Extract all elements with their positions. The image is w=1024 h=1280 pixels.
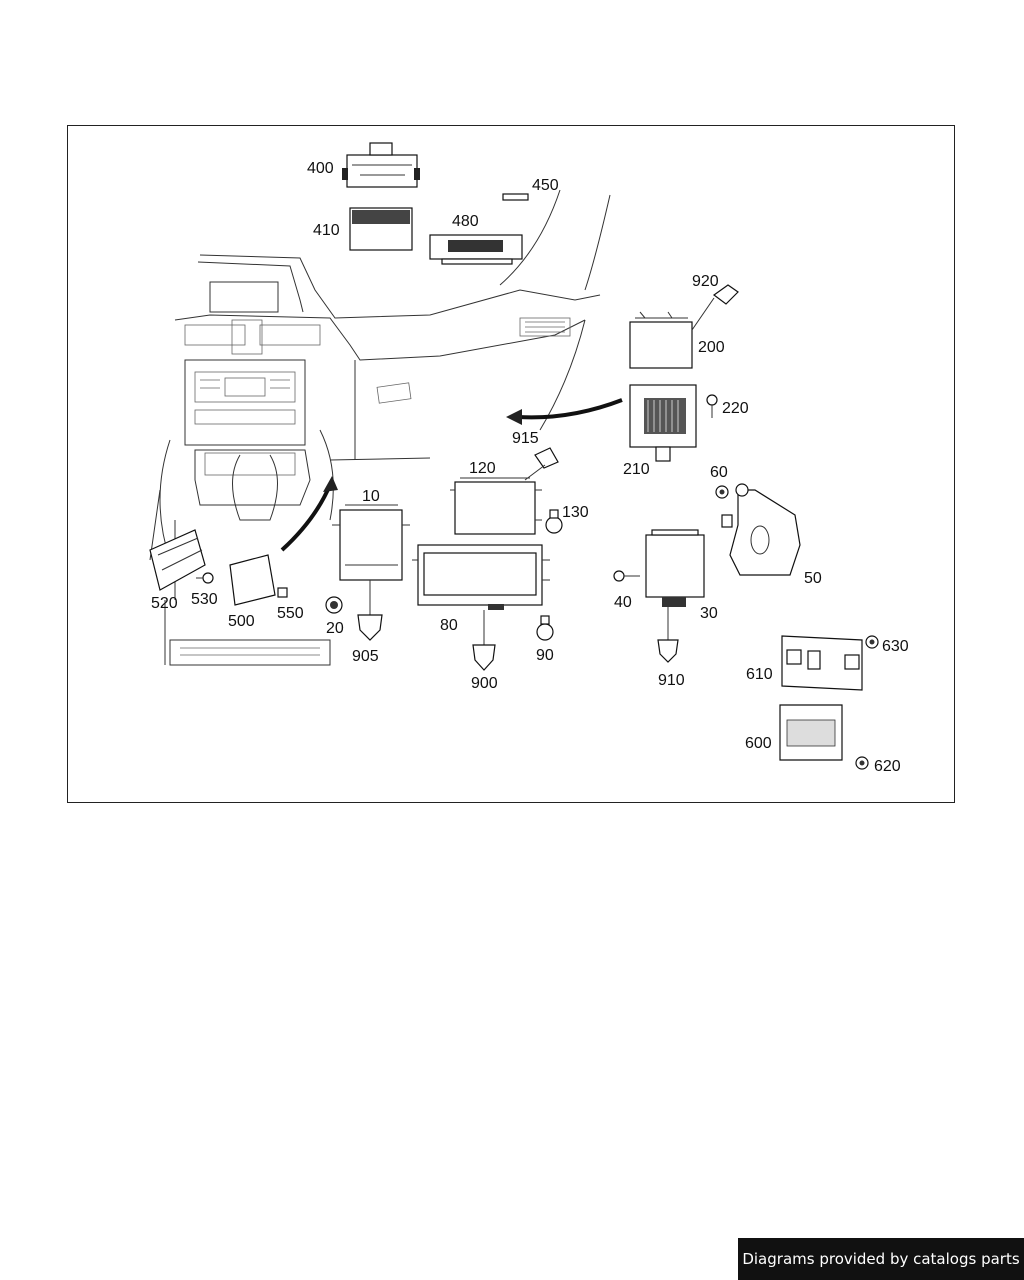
part-530-screw bbox=[196, 572, 214, 584]
part-30-control-unit bbox=[645, 529, 705, 607]
label-30: 30 bbox=[700, 605, 718, 622]
part-520-receiver bbox=[149, 529, 206, 591]
part-900-connector bbox=[472, 610, 496, 671]
label-520: 520 bbox=[151, 595, 178, 612]
label-130: 130 bbox=[562, 504, 589, 521]
label-120: 120 bbox=[469, 460, 496, 477]
part-400-overhead-switch bbox=[342, 142, 420, 188]
part-130-nut bbox=[545, 509, 563, 534]
label-905: 905 bbox=[352, 648, 379, 665]
label-400: 400 bbox=[307, 160, 334, 177]
label-910: 910 bbox=[658, 672, 685, 689]
label-530: 530 bbox=[191, 591, 218, 608]
part-90-nut bbox=[536, 615, 554, 641]
label-480: 480 bbox=[452, 213, 479, 230]
part-50-bracket bbox=[721, 483, 801, 576]
label-60: 60 bbox=[710, 464, 728, 481]
part-610-bracket bbox=[781, 635, 863, 691]
label-620: 620 bbox=[874, 758, 901, 775]
label-915: 915 bbox=[512, 430, 539, 447]
label-90: 90 bbox=[536, 647, 554, 664]
label-200: 200 bbox=[698, 339, 725, 356]
part-410-panel bbox=[349, 207, 413, 251]
label-10: 10 bbox=[362, 488, 380, 505]
part-10-control-unit bbox=[332, 504, 410, 581]
part-20-nut bbox=[325, 596, 343, 614]
label-80: 80 bbox=[440, 617, 458, 634]
part-600-control-unit bbox=[779, 704, 843, 761]
part-60-nut bbox=[715, 485, 729, 499]
label-410: 410 bbox=[313, 222, 340, 239]
label-40: 40 bbox=[614, 594, 632, 611]
credit-banner: Diagrams provided by catalogs parts bbox=[738, 1238, 1024, 1280]
part-550-clip bbox=[277, 587, 288, 598]
indicator-arrows bbox=[280, 398, 623, 552]
dashboard-outline bbox=[149, 189, 611, 666]
label-210: 210 bbox=[623, 461, 650, 478]
label-900: 900 bbox=[471, 675, 498, 692]
label-450: 450 bbox=[532, 177, 559, 194]
part-630-nut bbox=[865, 635, 879, 649]
label-630: 630 bbox=[882, 638, 909, 655]
part-915-connector bbox=[534, 447, 559, 469]
credit-text: Diagrams provided by catalogs parts bbox=[742, 1250, 1020, 1268]
label-610: 610 bbox=[746, 666, 773, 683]
part-620-nut bbox=[855, 756, 869, 770]
part-labels: 400 450 410 480 920 200 220 210 915 60 1… bbox=[151, 160, 909, 775]
part-480-usb-panel bbox=[429, 234, 523, 265]
part-210-control-unit bbox=[629, 384, 697, 462]
part-80-control-unit bbox=[412, 544, 550, 610]
label-220: 220 bbox=[722, 400, 749, 417]
label-550: 550 bbox=[277, 605, 304, 622]
diagram-frame bbox=[67, 125, 955, 803]
label-50: 50 bbox=[804, 570, 822, 587]
label-920: 920 bbox=[692, 273, 719, 290]
part-910-connector bbox=[657, 607, 679, 663]
part-905-connector bbox=[357, 580, 383, 641]
part-120-control-unit bbox=[450, 464, 546, 535]
part-450-cover bbox=[502, 193, 529, 201]
part-500-module bbox=[229, 554, 276, 606]
part-200-control-unit bbox=[629, 297, 715, 369]
label-600: 600 bbox=[745, 735, 772, 752]
label-20: 20 bbox=[326, 620, 344, 637]
label-500: 500 bbox=[228, 613, 255, 630]
part-920-connector bbox=[712, 284, 739, 305]
part-40-screw bbox=[613, 570, 640, 582]
part-220-screw bbox=[706, 394, 718, 418]
